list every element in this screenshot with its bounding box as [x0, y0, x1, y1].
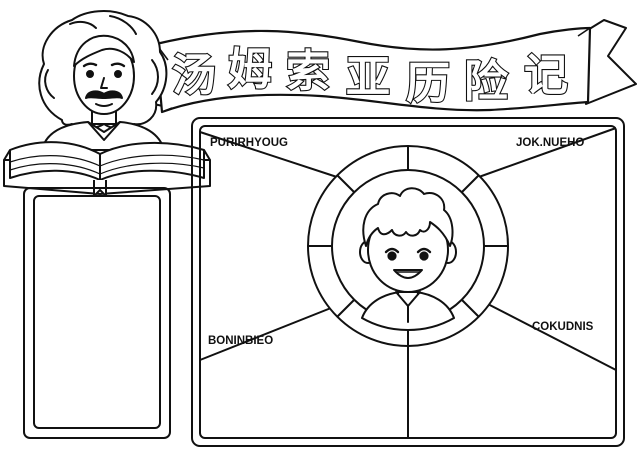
label-bottom-left: BONINBIEO	[208, 335, 273, 347]
label-bottom-right: COKUDNIS	[532, 321, 594, 333]
banner-char-3: 索	[286, 46, 330, 97]
label-top-right: JOK.NUEHO	[516, 137, 584, 149]
title-banner: 汤 姆 索 亚 历 险 记	[125, 19, 637, 114]
boy-portrait	[359, 187, 457, 331]
banner-char-5: 历	[406, 58, 450, 109]
banner-char-6: 险	[464, 56, 509, 107]
banner-char-1: 汤	[172, 50, 216, 101]
label-top-left: PURIRHYOUG	[210, 137, 288, 149]
banner-char-2: 姆	[228, 44, 272, 95]
left-panel	[23, 187, 171, 439]
panel-dividers	[199, 127, 617, 438]
open-book-icon	[3, 141, 211, 197]
banner-char-4: 亚	[346, 52, 390, 103]
banner-char-7: 记	[524, 50, 568, 101]
author-portrait	[38, 10, 168, 151]
